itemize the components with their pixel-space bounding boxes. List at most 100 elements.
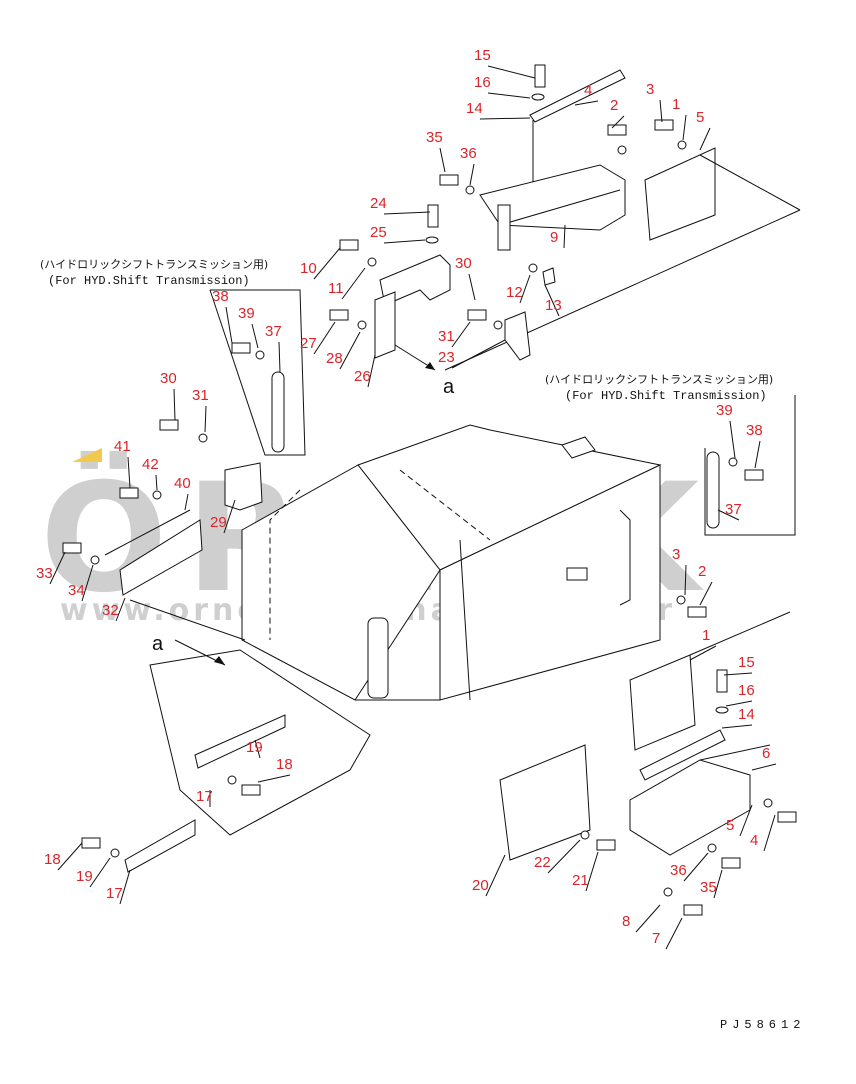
callout-leader [225,306,233,344]
lower-right-cover-group [629,595,797,916]
callout-41: 41 [114,438,131,455]
note-right-en: (For HYD.Shift Transmission) [565,389,767,403]
callout-2: 2 [610,97,618,114]
callout-leader [689,645,717,661]
callout-18: 18 [276,756,293,773]
callout-29: 29 [210,514,227,531]
callout-leader [383,211,431,215]
callout-leader [682,114,687,141]
upper-right-cover-group [425,64,801,371]
callout-19: 19 [76,868,93,885]
main-housing [159,419,662,701]
callout-4: 4 [584,82,592,99]
callout-leader [725,700,753,707]
callout-leader [739,804,753,837]
callout-14: 14 [466,100,483,117]
callout-6: 6 [762,745,770,762]
bracket-26-group [329,239,451,371]
left-handrail-box [209,289,306,456]
callout-leader [519,274,531,304]
callout-35: 35 [700,879,717,896]
callout-33: 33 [36,565,53,582]
note-left-jp: (ハイドロリックシフトトランスミッション用) [40,258,268,271]
callout-12: 12 [506,284,523,301]
callout-39: 39 [238,305,255,322]
callout-9: 9 [550,229,558,246]
lower-deck-group [81,639,616,873]
callout-leader [487,65,536,79]
callout-leader [721,724,753,729]
callout-25: 25 [370,224,387,241]
callout-leader [81,564,94,602]
callout-31: 31 [192,387,209,404]
callout-8: 8 [622,913,630,930]
callout-11: 11 [328,280,344,297]
callout-32: 32 [102,602,119,619]
callout-leader [313,321,336,355]
callout-leader [547,839,581,874]
drawing-number: PJ58612 [720,1018,805,1032]
callout-36: 36 [670,862,687,879]
callout-34: 34 [68,582,85,599]
callout-18: 18 [44,851,61,868]
callout-21: 21 [572,872,589,889]
callout-19: 19 [246,739,263,756]
watermark-accent [72,448,102,462]
callout-leader [754,440,761,469]
callout-31: 31 [438,328,455,345]
callout-15: 15 [474,47,491,64]
callout-leader [763,814,776,852]
callout-13: 13 [545,297,562,314]
callout-leader [451,321,471,348]
callout-30: 30 [160,370,177,387]
callout-39: 39 [716,402,733,419]
callout-leader [439,147,446,173]
right-handrail-box [704,395,796,536]
callout-1: 1 [672,96,680,113]
callout-leader [115,597,126,622]
callout-15: 15 [738,654,755,671]
callout-leader [485,854,506,897]
callout-leader [367,354,376,388]
callout-leader [544,284,560,317]
callout-leader [313,247,341,280]
callout-leader [659,99,663,123]
callout-20: 20 [472,877,489,894]
note-left-en: (For HYD.Shift Transmission) [48,274,250,288]
callout-42: 42 [142,456,159,473]
callout-leader [635,904,661,933]
callout-leader [723,672,753,676]
callout-leader [119,869,131,905]
callout-leader [611,115,625,129]
callout-leader [665,917,683,950]
callout-14: 14 [738,706,755,723]
left-plate-group [62,487,246,641]
callout-leader [469,163,475,186]
callout-36: 36 [460,145,477,162]
callout-38: 38 [746,422,763,439]
callout-27: 27 [300,335,317,352]
callout-leader [339,331,361,370]
callout-leader [729,420,736,459]
callout-leader [585,851,599,892]
callout-24: 24 [370,195,387,212]
callout-leader [717,509,740,521]
callout-leader [699,581,713,606]
callout-leader [574,100,599,106]
callout-5: 5 [696,109,704,126]
callout-16: 16 [738,682,755,699]
callout-30: 30 [455,255,472,272]
callout-3: 3 [672,546,680,563]
callout-leader [563,224,566,249]
callout-leader [155,474,158,491]
callout-3: 3 [646,81,654,98]
callout-leader [278,341,281,373]
callout-4: 4 [750,832,758,849]
callout-17: 17 [106,885,123,902]
callout-10: 10 [300,260,317,277]
callout-leader [451,339,506,369]
callout-22: 22 [534,854,551,871]
view-mark-left: a [152,633,164,655]
callout-16: 16 [474,74,491,91]
